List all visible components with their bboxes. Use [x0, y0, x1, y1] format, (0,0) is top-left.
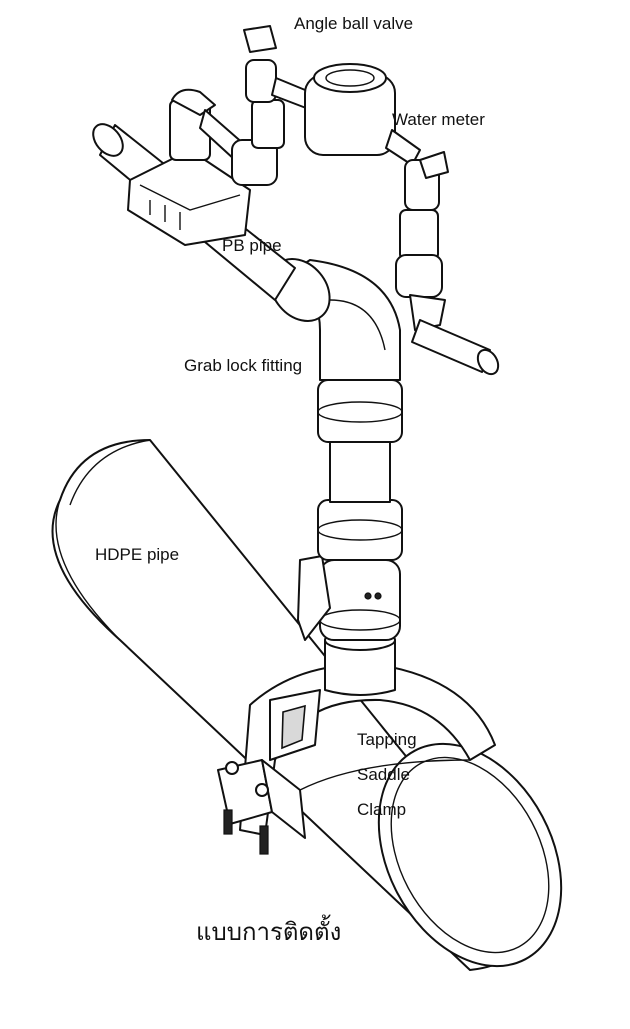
installation-caption: แบบการติดตั้ง: [196, 918, 342, 946]
label-grab-lock-fitting: Grab lock fitting: [184, 356, 303, 375]
tapping-saddle-clamp: [217, 663, 496, 855]
label-clamp: Clamp: [357, 800, 407, 819]
label-saddle: Saddle: [357, 765, 410, 784]
label-water-meter: Water meter: [392, 110, 485, 129]
upper-branch: [169, 25, 500, 376]
label-hdpe-pipe: HDPE pipe: [95, 545, 180, 564]
label-tapping: Tapping: [357, 730, 417, 749]
label-pb-pipe: PB pipe: [222, 236, 282, 255]
label-angle-ball-valve: Angle ball valve: [294, 14, 414, 33]
riser-assembly: [297, 379, 403, 696]
